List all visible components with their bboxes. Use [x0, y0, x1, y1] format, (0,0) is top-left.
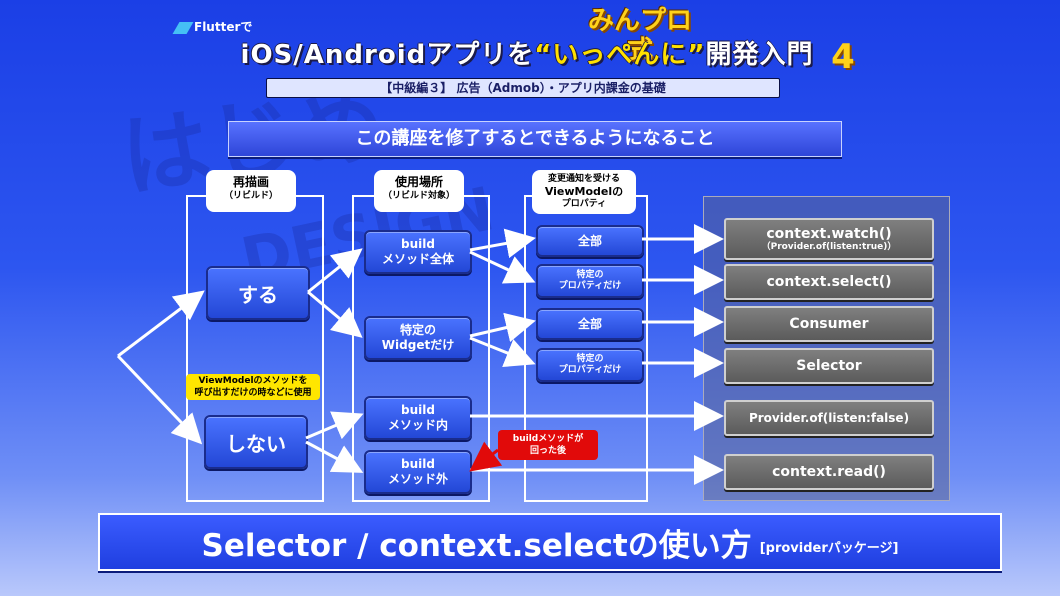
redraw-column-header: 再描画 （リビルド） — [206, 170, 296, 212]
result-context-read[interactable]: context.read() — [724, 454, 934, 490]
result-provider-listen-false[interactable]: Provider.of(listen:false) — [724, 400, 934, 436]
property-specific-1-l2: プロパティだけ — [558, 281, 622, 291]
after-build-note-l1: buildメソッドが — [512, 434, 584, 444]
arrow-widget-all — [469, 312, 536, 343]
redraw-no-button[interactable]: しない — [204, 415, 308, 469]
property-all-button-2[interactable]: 全部 — [536, 308, 644, 340]
lesson-title: Selector / context.selectの使い方 — [201, 527, 752, 564]
course-title-part1: iOS/Androidアプリを — [240, 40, 535, 70]
arrow-buildall-all — [469, 228, 536, 259]
result-read-label: context.read() — [772, 464, 886, 480]
arrow-no-buildin — [305, 411, 364, 440]
property-all-button-1[interactable]: 全部 — [536, 225, 644, 257]
result-context-watch[interactable]: context.watch() （Provider.of(listen:true… — [724, 218, 934, 260]
arrow-yes-widget — [307, 290, 363, 338]
property-specific-2-l2: プロパティだけ — [558, 365, 622, 375]
result-selector-label: Selector — [796, 358, 862, 374]
result-watch-main: context.watch() — [766, 225, 892, 242]
result-select-label: context.select() — [766, 274, 892, 290]
arrow-yes-buildall — [307, 248, 363, 294]
property-header-line3: プロパティ — [561, 199, 607, 209]
learning-goal-banner: この講座を修了するとできるようになること — [228, 121, 842, 157]
usage-note: ViewModelのメソッドを 呼び出すだけの時などに使用 — [186, 374, 320, 400]
result-consumer[interactable]: Consumer — [724, 306, 934, 342]
location-build-in-l2: メソッド内 — [387, 418, 448, 432]
property-specific-2-l1: 特定の — [576, 354, 604, 364]
brand-logo: みんプロ式 — [587, 6, 692, 66]
property-header-line1: 変更通知を受ける — [547, 174, 620, 184]
arrow-start-no — [116, 354, 203, 445]
location-build-all-button[interactable]: build メソッド全体 — [364, 230, 472, 274]
location-widget-button[interactable]: 特定の Widgetだけ — [364, 316, 472, 360]
location-build-all-l2: メソッド全体 — [381, 252, 454, 266]
location-header-title: 使用場所 — [394, 175, 443, 189]
arrow-buildall-specific — [469, 250, 536, 284]
lesson-title-footer: Selector / context.selectの使い方 [providerパ… — [98, 513, 1002, 571]
location-build-in-button[interactable]: build メソッド内 — [364, 396, 472, 440]
redraw-header-sub: （リビルド） — [223, 191, 278, 201]
property-column-header: 変更通知を受ける ViewModelの プロパティ — [532, 170, 636, 214]
redraw-header-title: 再描画 — [232, 175, 269, 189]
location-build-out-button[interactable]: build メソッド外 — [364, 450, 472, 494]
location-build-all-l1: build — [401, 237, 435, 251]
course-title: iOS/Androidアプリを“いっぺんに”開発入門 — [232, 38, 822, 72]
property-header-line2: ViewModelの — [544, 185, 624, 198]
lesson-package: [providerパッケージ] — [759, 540, 899, 556]
after-build-note-l2: 回った後 — [529, 446, 566, 456]
course-title-accent: “いっぺんに” — [534, 40, 706, 70]
result-watch-sub: （Provider.of(listen:true)） — [761, 241, 897, 252]
location-widget-l2: Widgetだけ — [381, 338, 455, 352]
result-provider-false-label: Provider.of(listen:false) — [748, 411, 910, 425]
arrow-red-note — [469, 441, 503, 472]
usage-note-l2: 呼び出すだけの時などに使用 — [194, 388, 312, 398]
course-title-part2: 開発入門 — [705, 40, 814, 70]
location-widget-l1: 特定の — [399, 323, 436, 337]
flutter-badge: Flutterで — [172, 18, 253, 35]
location-build-out-l1: build — [401, 457, 435, 471]
arrow-no-buildout — [305, 440, 364, 473]
property-specific-button-1[interactable]: 特定の プロパティだけ — [536, 264, 644, 298]
result-context-select[interactable]: context.select() — [724, 264, 934, 300]
property-specific-button-2[interactable]: 特定の プロパティだけ — [536, 348, 644, 382]
arrow-start-yes — [117, 290, 205, 358]
location-column-header: 使用場所 （リビルド対象） — [374, 170, 464, 212]
location-build-in-l1: build — [401, 403, 435, 417]
after-build-note: buildメソッドが 回った後 — [498, 430, 598, 460]
usage-note-l1: ViewModelのメソッドを — [198, 376, 308, 386]
property-specific-1-l1: 特定の — [576, 270, 604, 280]
location-build-out-l2: メソッド外 — [387, 472, 448, 486]
flutter-badge-label: Flutterで — [194, 20, 253, 34]
course-number: 4 — [831, 37, 855, 77]
result-consumer-label: Consumer — [789, 316, 869, 332]
course-subtitle: 【中級編３】 広告（Admob）・アプリ内課金の基礎 — [266, 78, 780, 98]
result-selector[interactable]: Selector — [724, 348, 934, 384]
location-header-sub: （リビルド対象） — [382, 191, 455, 201]
arrow-widget-specific — [469, 336, 536, 368]
